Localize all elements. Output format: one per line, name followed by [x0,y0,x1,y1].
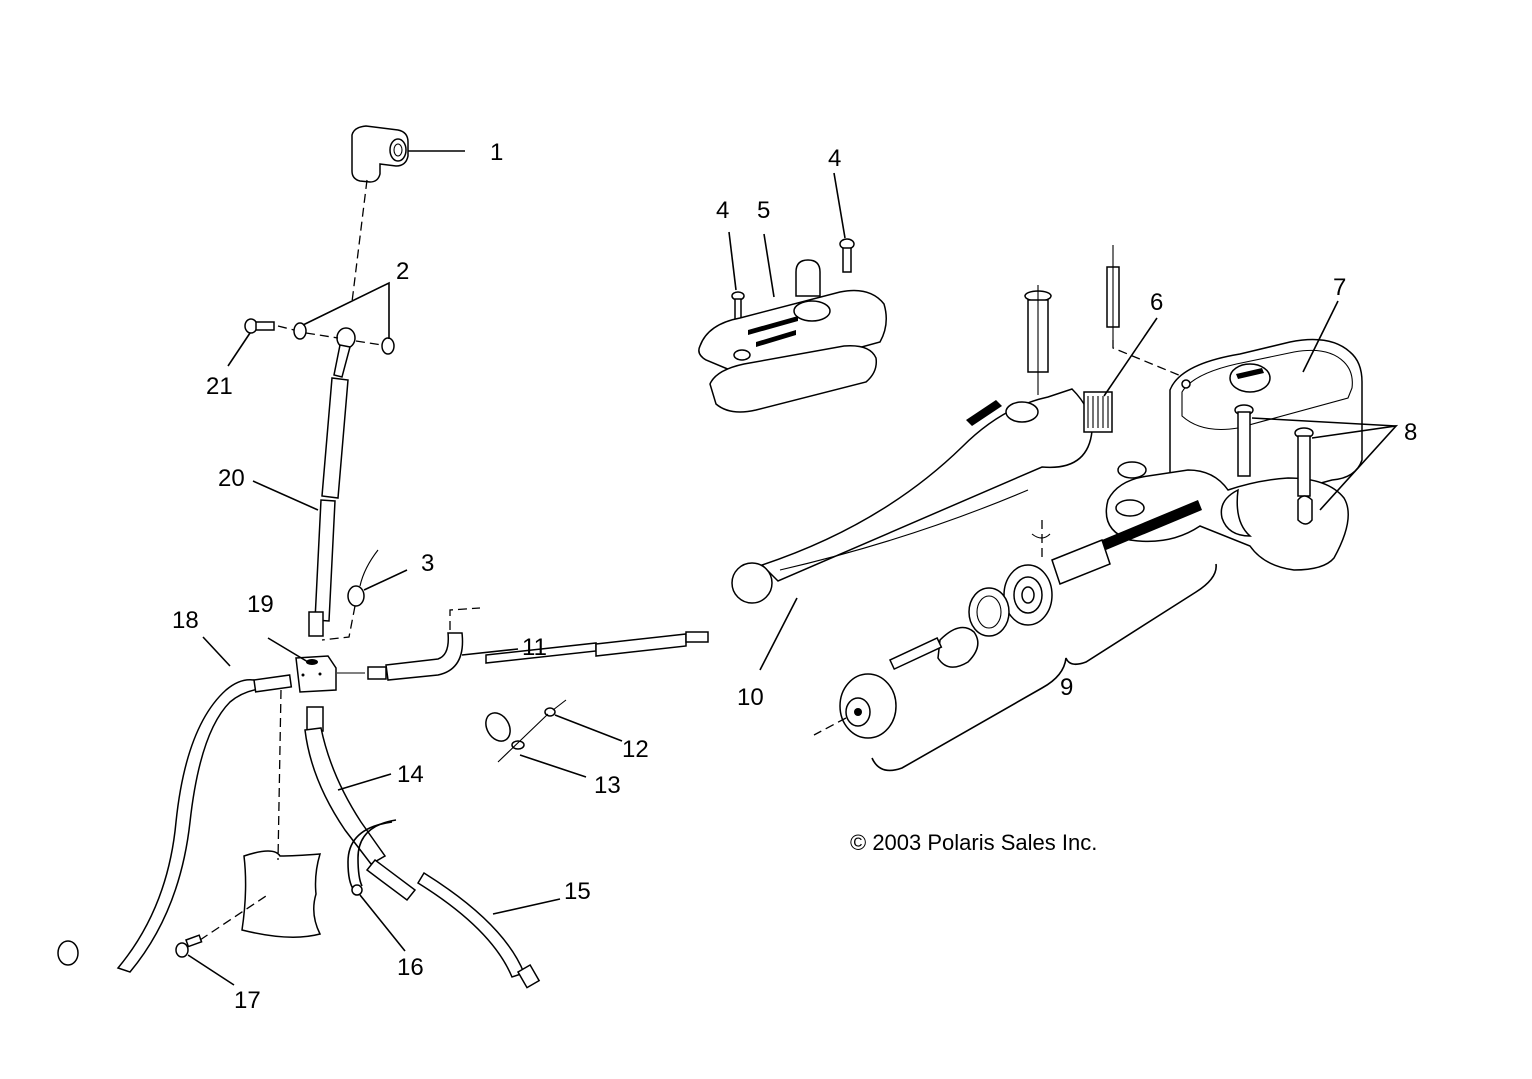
callout-14: 14 [397,761,424,788]
leader-8b [1311,424,1399,511]
leader-12 [554,714,623,742]
leader-10 [759,597,798,671]
callout-4b: 4 [828,145,841,172]
clamp-screws [1234,404,1314,525]
callout-16: 16 [397,954,424,981]
leader-4b [833,172,846,239]
callout-8: 8 [1404,419,1417,446]
dash-washer2 [355,340,383,346]
callout-13: 13 [594,772,621,799]
dash-19-bracket [277,689,282,861]
leader-4a [728,231,737,291]
brake-hose-upper [367,631,709,681]
leader-14 [337,773,392,791]
brake-light-switch [347,549,379,607]
leader-20 [252,480,319,511]
dash-11 [449,607,481,630]
callout-17: 17 [234,987,261,1014]
copyright-notice: © 2003 Polaris Sales Inc. [850,830,1098,855]
leader-2 [302,281,390,339]
hose-clamp-band [347,819,397,896]
callout-3: 3 [421,550,434,577]
brake-hose-front [304,706,417,902]
leader-15 [492,898,561,915]
dash-1 [351,179,368,303]
cover-screw [839,238,855,273]
leader-3 [363,569,408,591]
callout-6: 6 [1150,289,1163,316]
lever-spring [1083,391,1113,433]
dash-pin [1112,340,1187,379]
master-cylinder-body [1105,338,1363,571]
callout-7: 7 [1333,274,1346,301]
leader-5 [763,233,775,298]
callout-1: 1 [490,139,503,166]
callout-10: 10 [737,684,764,711]
leader-11 [461,648,519,656]
leader-18 [202,636,231,667]
lever-pivot-bolt [1024,285,1052,395]
callout-15: 15 [564,878,591,905]
brake-hose-lower [416,871,541,989]
callout-2: 2 [396,258,409,285]
leader-19 [267,637,309,663]
banjo-eye [333,327,356,378]
washer-left [293,322,307,340]
washer-right [381,337,395,355]
dash-washer [305,332,339,339]
callout-20: 20 [218,465,245,492]
callout-19: 19 [247,591,274,618]
dash-9 [813,717,847,736]
callout-9: 9 [1060,674,1073,701]
leader-8a [1251,417,1397,427]
leader-7 [1302,300,1339,373]
reservoir-cover [698,259,887,413]
callout-12: 12 [622,736,649,763]
callout-21: 21 [206,373,233,400]
brake-hose-left [57,674,293,973]
leader-13 [519,754,587,778]
cover-screw [731,291,745,322]
dash-bolt [277,325,295,331]
leader-21 [227,332,251,367]
rivet [544,699,567,717]
pivot-pin [1106,245,1120,340]
dash-12 [497,713,549,763]
mounting-bracket [241,850,322,938]
distribution-block [295,655,337,693]
leader-17 [187,954,235,986]
brake-hose-rear [308,377,349,637]
callout-5: 5 [757,197,770,224]
hose-clamp [485,712,525,750]
tee-fitting [351,125,409,183]
callout-18: 18 [172,607,199,634]
mounting-screw [175,934,203,958]
leader-16 [359,894,406,952]
callout-11: 11 [522,634,547,661]
leader-6 [1103,317,1158,397]
piston-kit [839,500,1202,739]
bracket-9 [871,563,1217,772]
dash-3 [321,605,356,641]
callout-4a: 4 [716,197,729,224]
banjo-bolt [244,318,275,334]
circlip-icon [1031,533,1051,539]
